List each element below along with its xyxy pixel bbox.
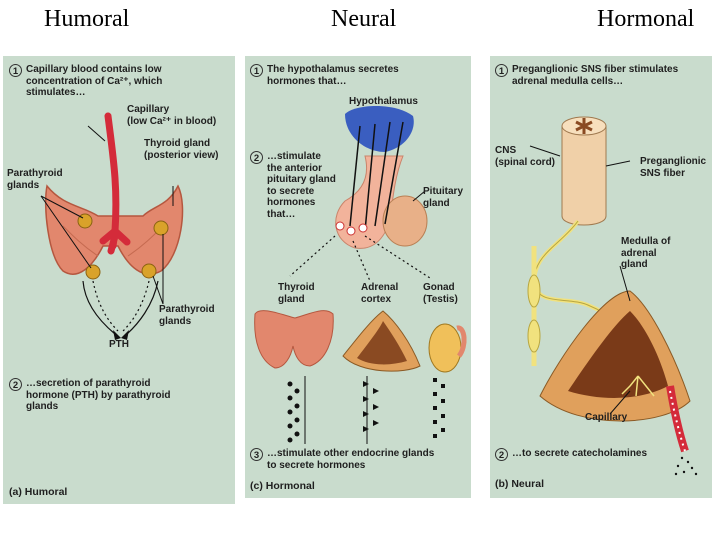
hormonal-step1-text: The hypothalamus secretes hormones that…	[267, 64, 399, 87]
humoral-caption: (a) Humoral	[9, 486, 68, 498]
pituitary-label: Pituitary gland	[423, 186, 464, 209]
step-number-1: 1	[250, 64, 263, 77]
heading-neural: Neural	[331, 6, 397, 32]
humoral-illustration	[40, 112, 184, 340]
pituitary-posterior-lobe	[382, 195, 428, 247]
adrenal-hormone-dots	[363, 381, 379, 432]
target-gonad-label: Gonad (Testis)	[423, 282, 458, 305]
humoral-step1: 1 Capillary blood contains low concentrat…	[9, 64, 162, 99]
neural-illustration	[527, 116, 698, 476]
neural-caption: (b) Neural	[495, 478, 545, 490]
hormonal-step2-text: …stimulate the anterior pituitary gland …	[267, 151, 336, 220]
heading-humoral: Humoral	[44, 6, 130, 32]
humoral-step2-text: …secretion of parathyroid hormone (PTH) …	[26, 378, 171, 412]
hypothalamus-label: Hypothalamus	[349, 96, 418, 107]
target-thyroid-label: Thyroid gland	[278, 282, 315, 305]
target-adrenal-label: Adrenal cortex	[361, 282, 399, 305]
target-testis-shape	[428, 323, 462, 373]
humoral-capillary-label: Capillary (low Ca²⁺ in blood)	[127, 104, 217, 127]
humoral-parathyroid-right-label: Parathyroid glands	[159, 304, 215, 327]
hormonal-caption: (c) Hormonal	[250, 480, 315, 492]
target-thyroid-shape	[254, 310, 334, 369]
step-number-3: 3	[250, 448, 263, 461]
adrenal-medulla-shape	[568, 311, 668, 398]
hormonal-illustration	[254, 106, 467, 444]
step-number-2: 2	[9, 378, 22, 391]
panel-humoral: 1 Capillary blood contains low concentrat…	[3, 56, 235, 504]
medulla-capillary	[666, 385, 689, 453]
step-number-2: 2	[495, 448, 508, 461]
humoral-thyroid-label: Thyroid gland (posterior view)	[144, 138, 219, 161]
preganglionic-label: Preganglionic SNS fiber	[640, 156, 707, 179]
neural-step1: 1 Preganglionic SNS fiber stimulates adre…	[495, 64, 678, 87]
cns-label: CNS (spinal cord)	[495, 145, 556, 168]
hormonal-step1: 1 The hypothalamus secretes hormones that…	[250, 64, 399, 87]
medulla-label: Medulla of adrenal gland	[621, 236, 671, 270]
parathyroid-gland-4	[141, 263, 157, 279]
capillary-label: Capillary	[585, 412, 628, 423]
gonad-hormone-dots	[433, 378, 445, 438]
humoral-step2: 2 …secretion of parathyroid hormone (PTH)…	[9, 378, 170, 413]
humoral-step1-text: Capillary blood contains low concentrati…	[26, 64, 163, 98]
parathyroid-gland-3	[85, 264, 101, 280]
hormonal-step3: 3 …stimulate other endocrine glands to se…	[250, 448, 434, 471]
step-number-1: 1	[9, 64, 22, 77]
capillary-vessel	[99, 112, 131, 255]
hypothalamus-shape	[345, 106, 414, 152]
humoral-pth-label: PTH	[109, 339, 129, 350]
catecholamine-dots	[674, 456, 698, 476]
step-number-2: 2	[250, 151, 263, 164]
neural-step2-text: …to secrete catecholamines	[512, 448, 648, 459]
neural-step2: 2 …to secrete catecholamines	[495, 448, 647, 461]
spinal-cord-shape	[561, 125, 607, 226]
parathyroid-gland-2	[153, 220, 169, 236]
step-number-1: 1	[495, 64, 508, 77]
heading-hormonal: Hormonal	[597, 6, 695, 32]
panel-hormonal: 1 The hypothalamus secretes hormones that…	[245, 56, 471, 498]
thyroid-hormone-dots	[287, 381, 300, 443]
panel-neural: 1 Preganglionic SNS fiber stimulates adre…	[490, 56, 712, 498]
neural-step1-text: Preganglionic SNS fiber stimulates adren…	[512, 64, 679, 87]
hormonal-step2: 2 …stimulate the anterior pituitary gland…	[250, 151, 336, 220]
hormonal-step3-text: …stimulate other endocrine glands to sec…	[267, 448, 435, 471]
humoral-parathyroid-left-label: Parathyroid glands	[7, 168, 63, 191]
